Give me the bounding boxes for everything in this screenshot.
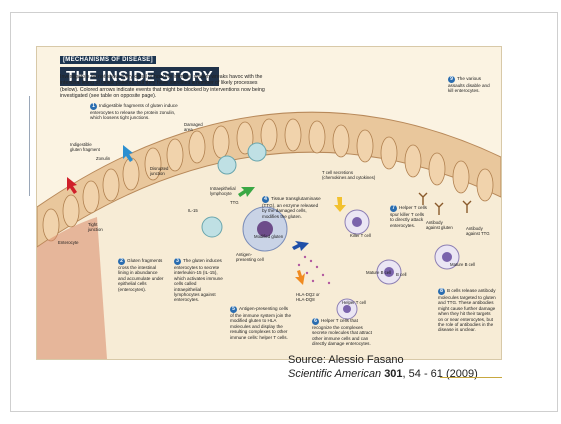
label-antibody-ttg: Antibody against TTG bbox=[466, 226, 496, 236]
label-damaged-area: Damaged area bbox=[184, 122, 212, 132]
label-t-cell-secretions: T cell secretions (chemokines and cytoki… bbox=[322, 170, 376, 180]
slide-left-rule bbox=[29, 96, 30, 196]
figure-intro: Investigators do not know every detail o… bbox=[60, 74, 270, 99]
label-modified-gluten: Modified gluten bbox=[254, 234, 283, 239]
label-antibody-gluten: Antibody against gluten bbox=[426, 220, 456, 230]
caption-volume: 301 bbox=[384, 368, 402, 380]
label-ttg: TTG bbox=[230, 200, 239, 205]
label-disrupted-junction: Disrupted junction bbox=[150, 166, 180, 176]
caption-source: Source: Alessio Fasano bbox=[288, 353, 478, 367]
caption-pages-year: , 54 - 61 (2009) bbox=[403, 368, 478, 380]
caption-underline bbox=[440, 377, 502, 378]
label-helper-t-cell: Helper T cell bbox=[342, 300, 366, 305]
label-hla: HLA-DQ2 or HLA-DQ8 bbox=[296, 292, 326, 302]
label-b-cell: B cell bbox=[396, 272, 407, 277]
label-enterocyte: Enterocyte bbox=[58, 240, 79, 245]
label-mature-b-cell-2: Mature B cell bbox=[450, 262, 475, 267]
label-gluten-fragment: Indigestible gluten fragment bbox=[70, 142, 100, 152]
figure-tag: [MECHANISMS OF DISEASE] bbox=[60, 56, 156, 64]
label-il15: IL-15 bbox=[188, 208, 198, 213]
label-killer-t-cell: Killer T cell bbox=[350, 233, 371, 238]
label-antigen-presenting-cell: Antigen-presenting cell bbox=[236, 252, 266, 262]
label-tight-junction: Tight junction bbox=[88, 222, 112, 232]
label-intraepithelial-lymphocyte: Intraepithelial lymphocyte bbox=[210, 186, 252, 196]
caption-journal: Scientific American bbox=[288, 368, 381, 380]
label-mature-b-cell: Mature B cell bbox=[366, 270, 391, 275]
caption-citation: Scientific American 301, 54 - 61 (2009) bbox=[288, 367, 478, 381]
label-zonulin: Zonulin bbox=[96, 156, 110, 161]
